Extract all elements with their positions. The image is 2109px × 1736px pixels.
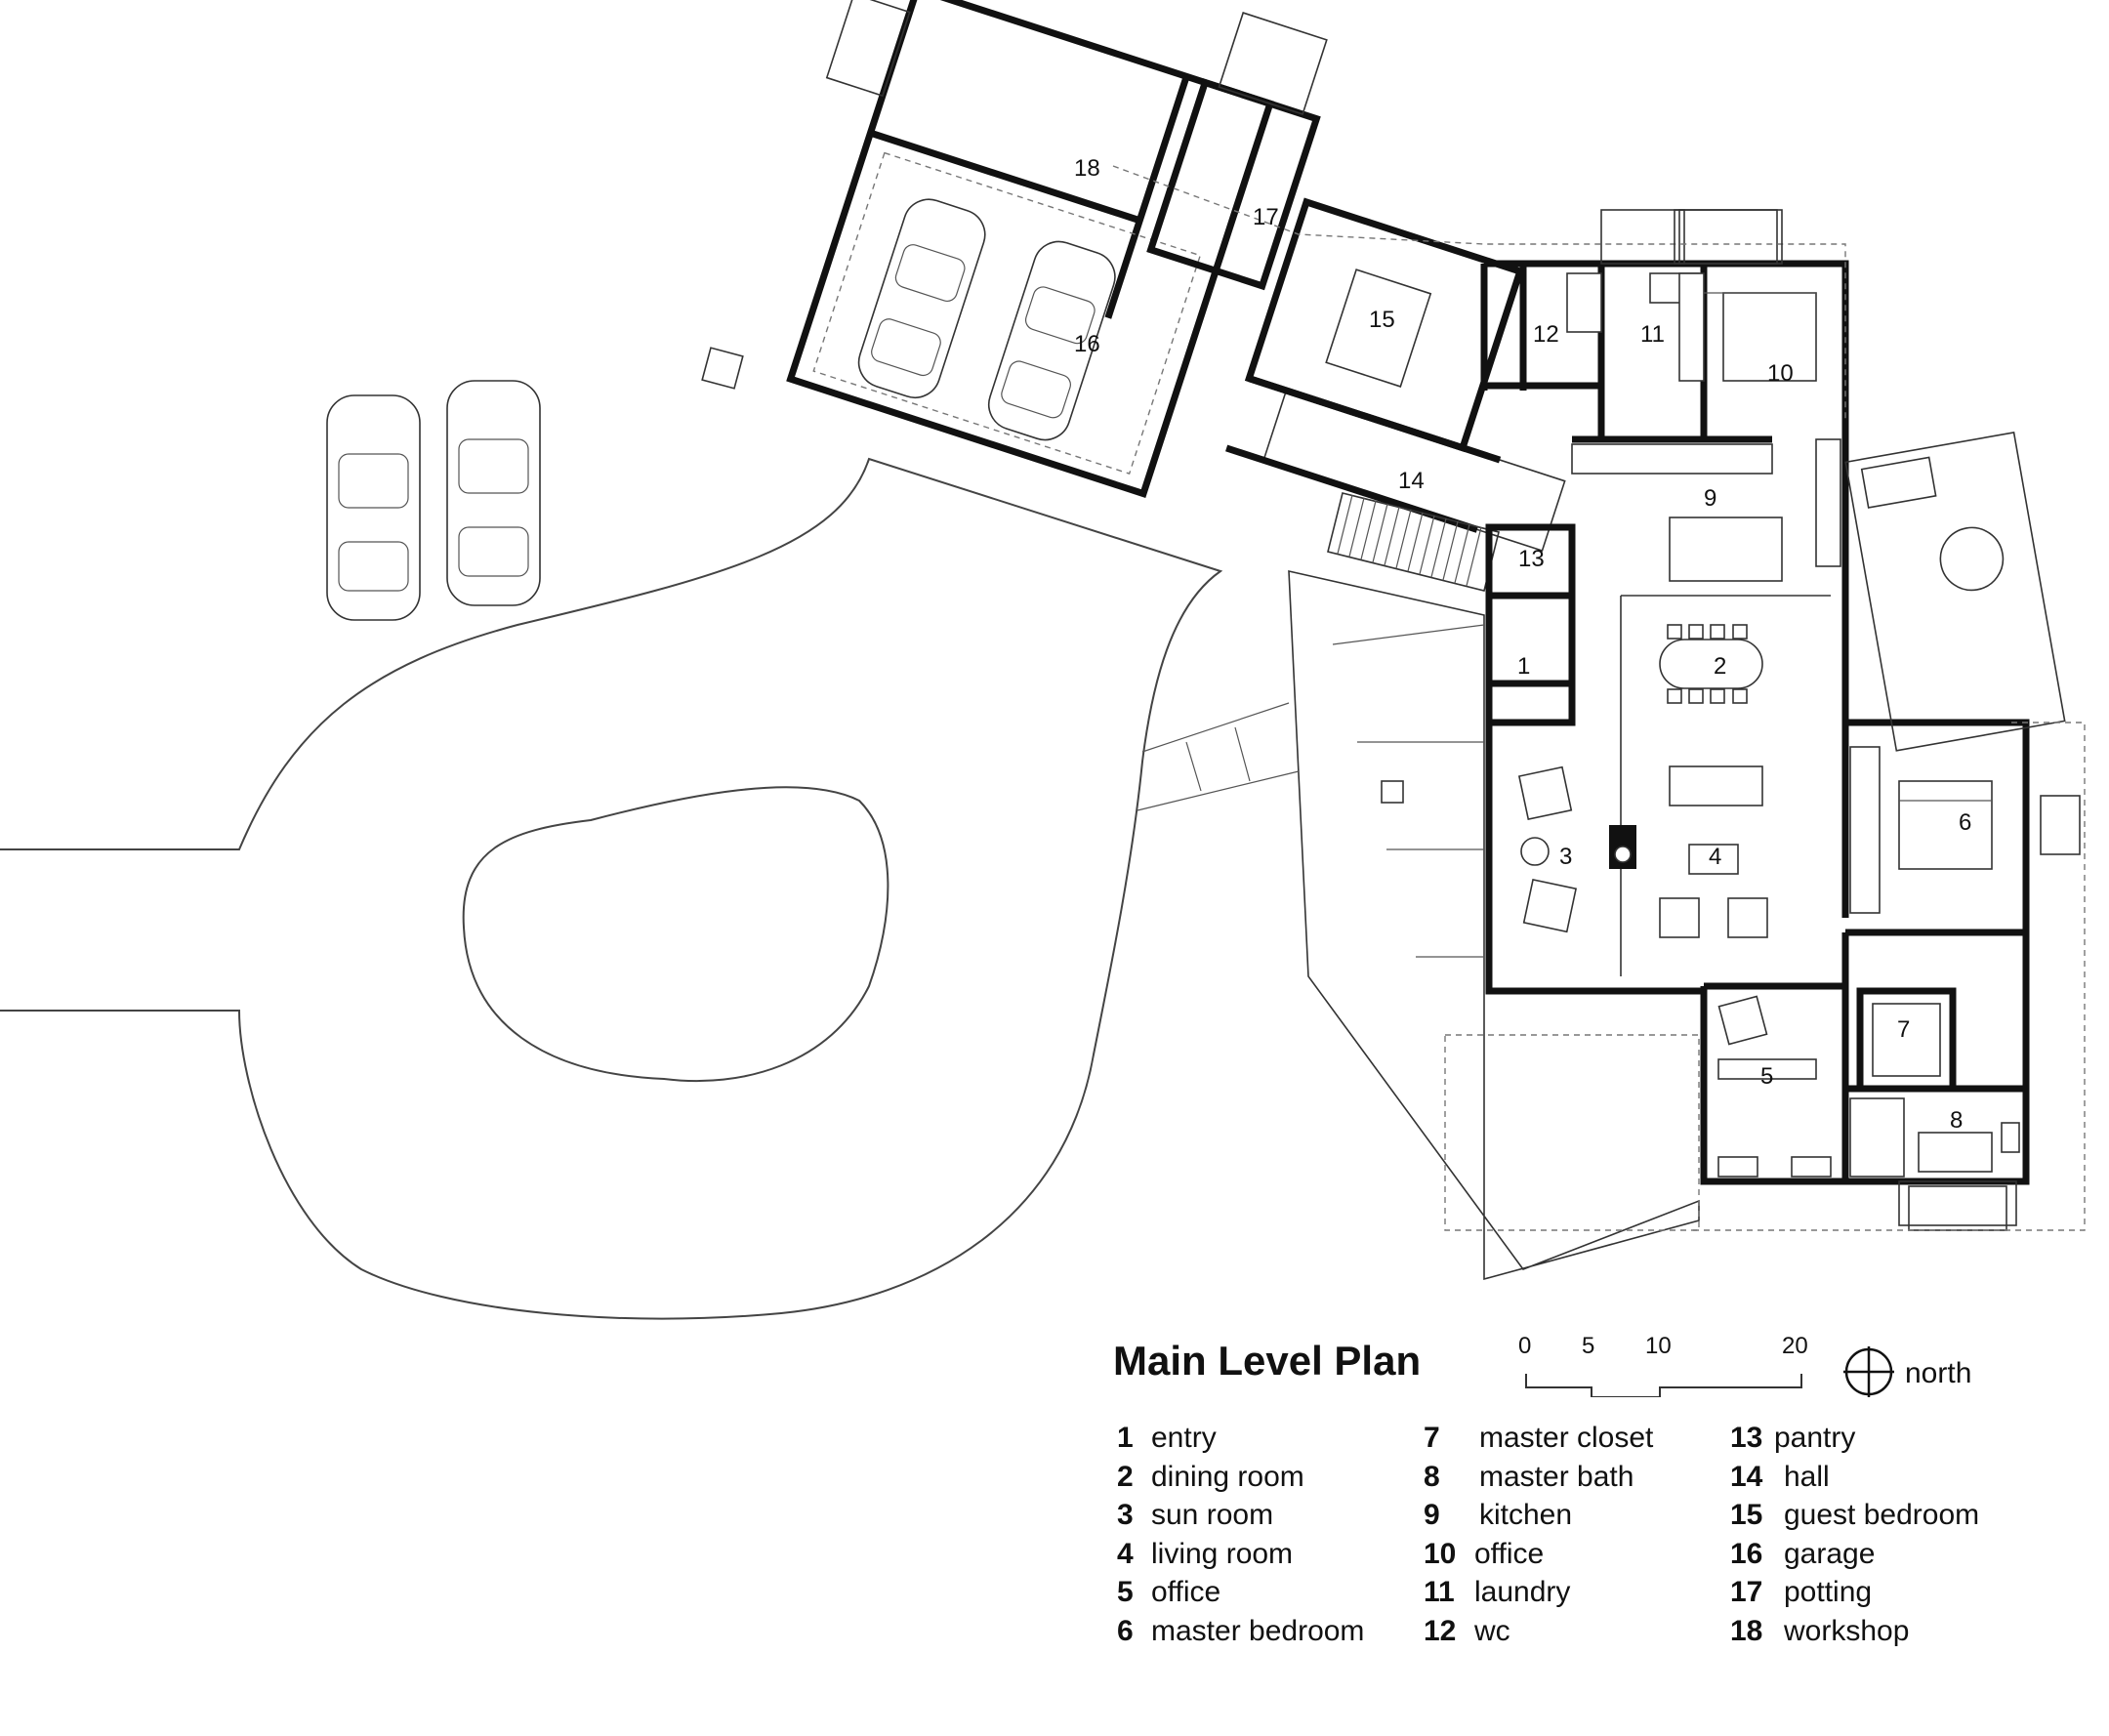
entry-walkway (1137, 569, 1700, 1281)
room-label-11: 11 (1640, 321, 1665, 348)
room-label-16: 16 (1074, 331, 1100, 357)
room-label-4: 4 (1709, 844, 1721, 870)
room-label-18: 18 (1074, 155, 1100, 182)
east-terrace (1844, 432, 2066, 752)
room-labels: 1 2 3 4 5 6 7 8 9 10 11 12 13 14 15 16 1… (1074, 155, 1971, 1134)
room-label-15: 15 (1369, 307, 1395, 333)
room-label-17: 17 (1253, 204, 1279, 230)
post-marker (701, 347, 744, 390)
garage-wing (786, 0, 1328, 499)
room-label-5: 5 (1760, 1063, 1773, 1090)
room-label-13: 13 (1518, 546, 1545, 572)
room-label-7: 7 (1897, 1016, 1910, 1043)
scale-tick-20: 20 (1782, 1333, 1808, 1359)
room-label-2: 2 (1714, 653, 1726, 680)
scale-tick-5: 5 (1582, 1333, 1595, 1359)
room-label-10: 10 (1767, 360, 1794, 387)
room-label-6: 6 (1959, 809, 1971, 836)
stair (1327, 492, 1500, 592)
plan-title: Main Level Plan (1113, 1338, 1422, 1384)
room-label-8: 8 (1950, 1107, 1963, 1134)
guest-wing (1225, 197, 1566, 553)
room-label-12: 12 (1533, 321, 1559, 348)
parked-car-icon (446, 380, 541, 606)
room-label-3: 3 (1559, 844, 1572, 870)
scale-tick-10: 10 (1645, 1333, 1672, 1359)
driveway-outline (0, 457, 1223, 1320)
room-label-9: 9 (1704, 485, 1716, 512)
driveway-island (462, 786, 889, 1083)
north-arrow-icon (1843, 1346, 1894, 1397)
scale-bar: 0 5 10 20 (1518, 1333, 1928, 1401)
room-label-1: 1 (1517, 653, 1530, 680)
room-label-14: 14 (1398, 468, 1425, 494)
scale-bar-graphic (1525, 1374, 1802, 1397)
main-house (1112, 165, 2086, 1231)
scale-tick-0: 0 (1518, 1333, 1532, 1359)
north-label: north (1905, 1357, 1972, 1389)
parked-car-icon (326, 394, 421, 621)
